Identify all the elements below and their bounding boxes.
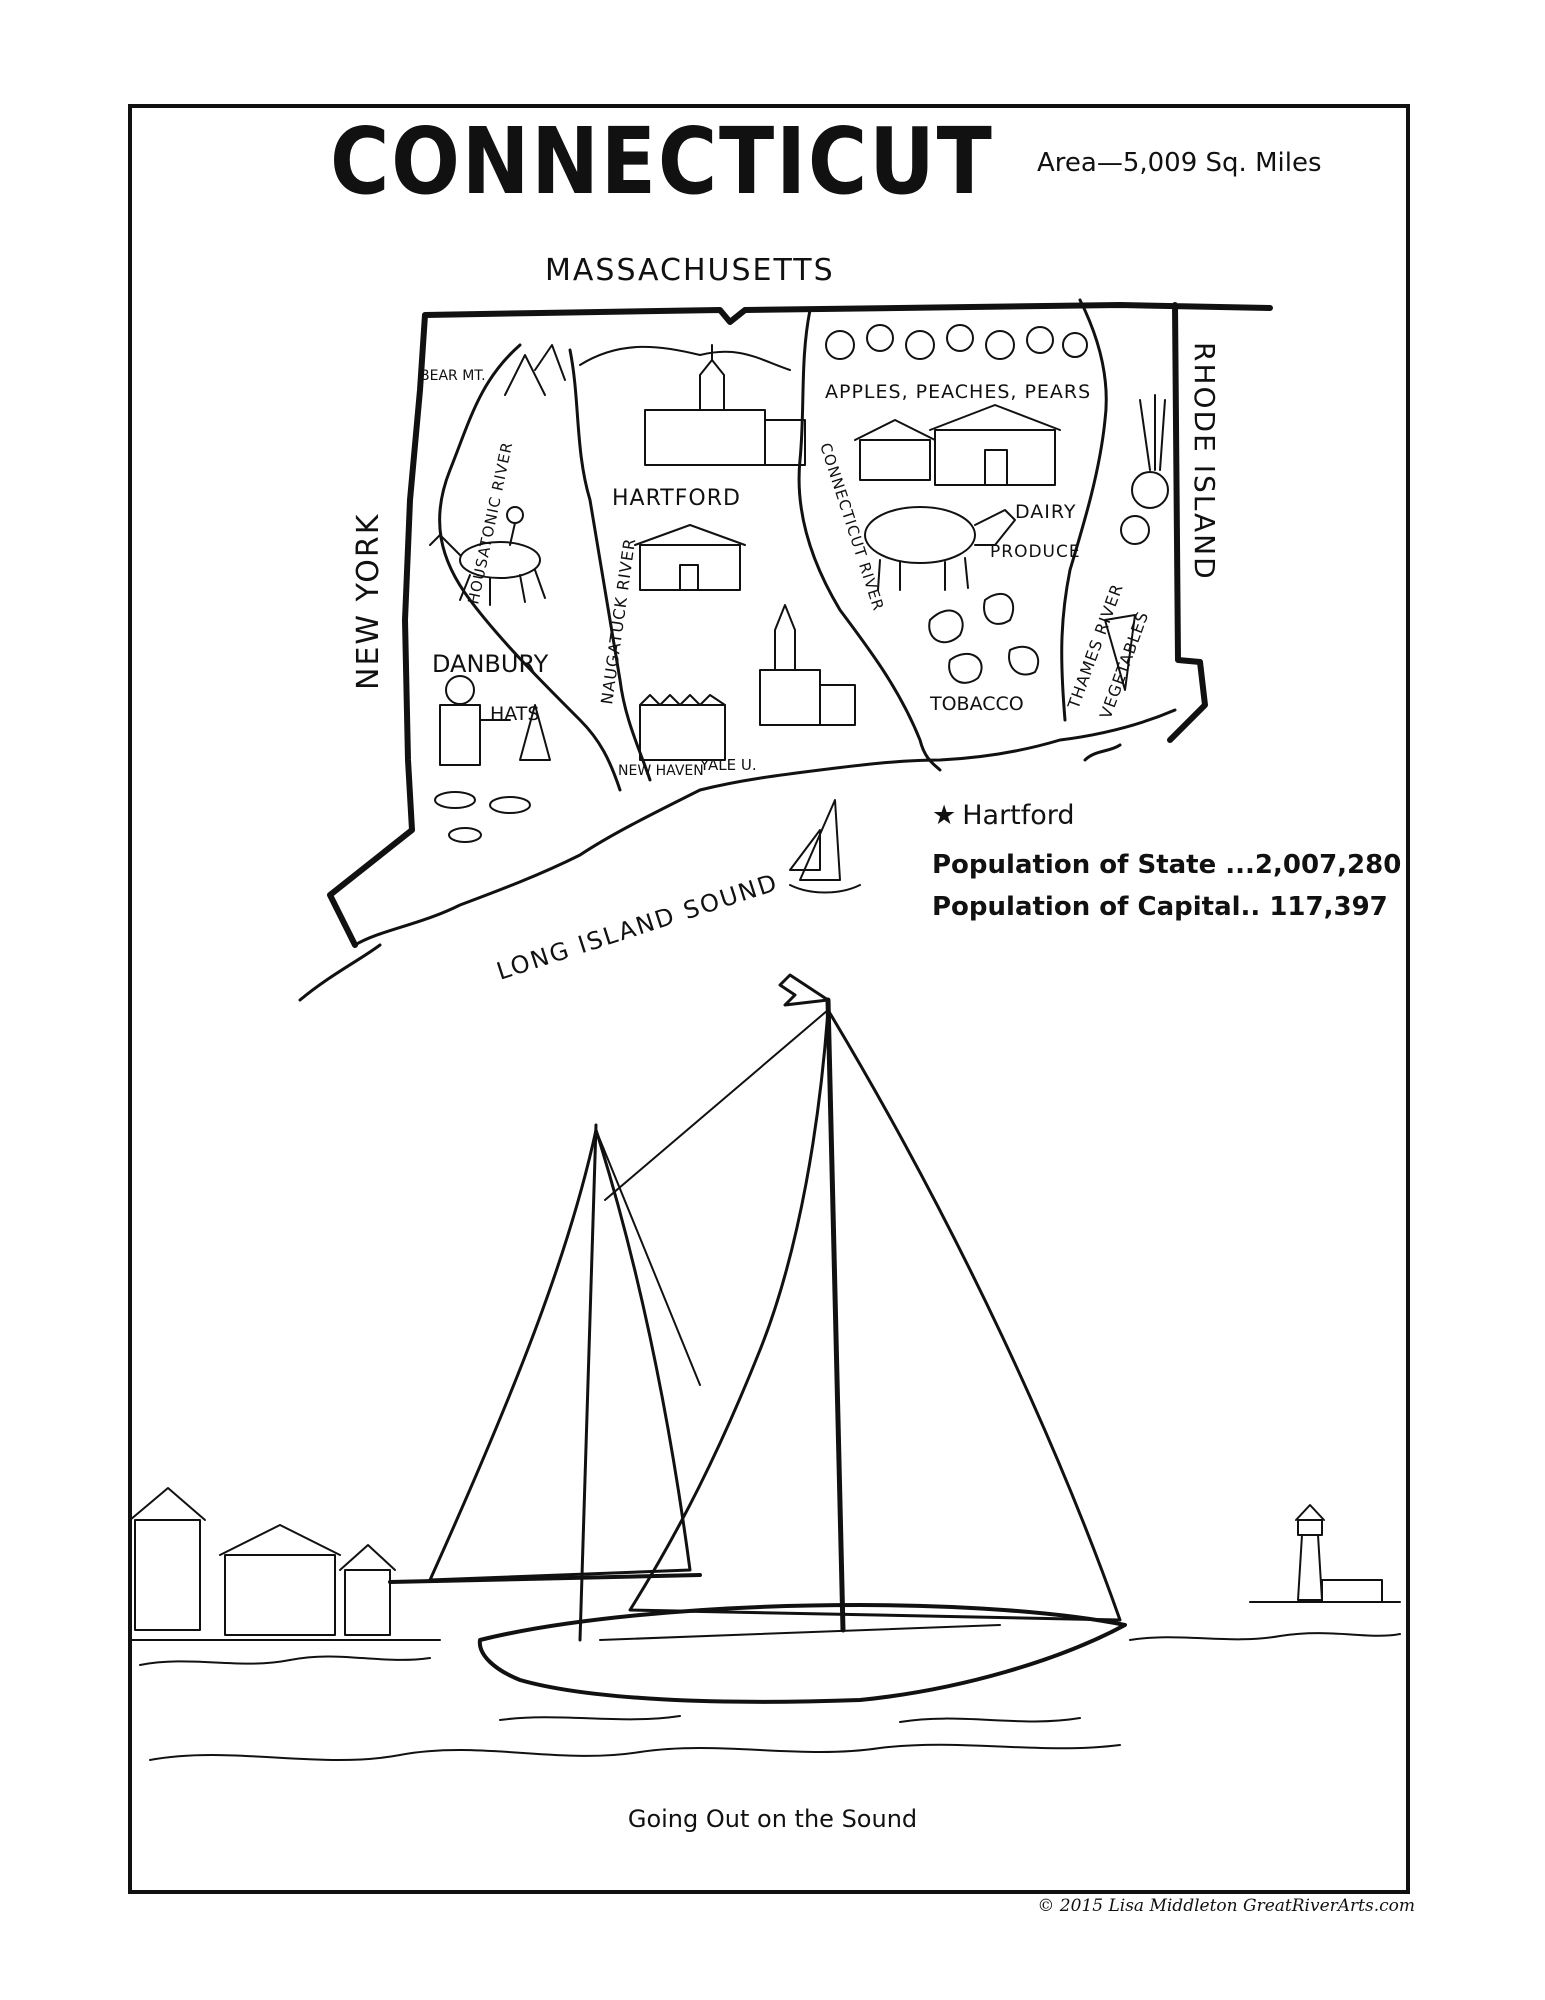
capital-line: ★Hartford	[932, 800, 1075, 831]
hats-label: HATS	[490, 703, 539, 725]
hats-icon	[434, 704, 551, 843]
neighbor-north-label: MASSACHUSETTS	[545, 253, 835, 288]
house-icon	[634, 524, 746, 591]
hartford-label: HARTFORD	[612, 486, 741, 511]
mountain-icon	[504, 344, 566, 396]
population-capital: Population of Capital.. 117,397	[932, 892, 1388, 922]
page-title: CONNECTICUT	[330, 108, 994, 215]
tobacco-leaves-icon	[928, 593, 1040, 684]
church-icon	[759, 604, 856, 726]
cow-icon	[864, 506, 1016, 591]
state-area: Area—5,009 Sq. Miles	[1037, 148, 1322, 178]
page-frame	[128, 104, 1410, 1894]
capitol-building-icon	[644, 344, 806, 466]
new-haven-label: NEW HAVEN	[618, 763, 704, 779]
population-state: Population of State ...2,007,280	[932, 850, 1402, 880]
hills-icon	[579, 345, 791, 371]
produce-label: PRODUCE	[990, 542, 1081, 562]
danbury-label: DANBURY	[432, 650, 549, 678]
lighthouse-icon	[1249, 1504, 1401, 1603]
connecticut-river	[797, 308, 942, 772]
long-island-sound-label: LONG ISLAND SOUND	[493, 868, 782, 986]
capital-label: Hartford	[962, 800, 1075, 831]
bear-mt-label: BEAR MT.	[420, 368, 486, 384]
orchard-products-label: APPLES, PEACHES, PEARS	[825, 381, 1091, 403]
illustration-caption: Going Out on the Sound	[627, 1805, 918, 1833]
state-border	[327, 302, 1273, 948]
main-mast	[825, 997, 846, 1633]
housatonic-river	[438, 343, 622, 792]
horse-rider-icon	[429, 506, 546, 606]
boat-hull	[477, 1603, 1127, 1704]
yale-label: YALE U.	[699, 756, 757, 774]
fore-mast	[578, 1123, 598, 1642]
barn-icon	[854, 404, 1061, 486]
neighbor-west-label: NEW YORK	[351, 513, 386, 690]
mast-flag	[778, 973, 830, 1007]
thames-river	[1060, 298, 1108, 722]
fore-sail	[428, 1128, 692, 1582]
naugatuck-river	[568, 348, 652, 782]
sailboat-scene	[129, 973, 1401, 1761]
vegetables-icon	[1104, 394, 1169, 691]
naugatuck-river-label: NAUGATUCK RIVER	[597, 537, 639, 706]
neighbor-east-label: RHODE ISLAND	[1188, 342, 1221, 581]
coastline	[298, 708, 1177, 1002]
waves	[139, 1632, 1401, 1761]
yale-building-icon	[639, 694, 726, 761]
copyright-notice: © 2015 Lisa Middleton GreatRiverArts.com	[1037, 1896, 1415, 1916]
capital-star-icon: ★	[932, 800, 957, 831]
orchard-icon	[825, 324, 1088, 360]
hatter-icon	[439, 675, 511, 766]
tobacco-label: TOBACCO	[929, 693, 1024, 715]
islands	[1083, 743, 1122, 762]
main-sail	[628, 1008, 1122, 1622]
harbor-buildings-icon	[129, 1487, 441, 1641]
dairy-label: DAIRY	[1015, 501, 1077, 523]
small-sailboat-icon	[789, 799, 861, 894]
